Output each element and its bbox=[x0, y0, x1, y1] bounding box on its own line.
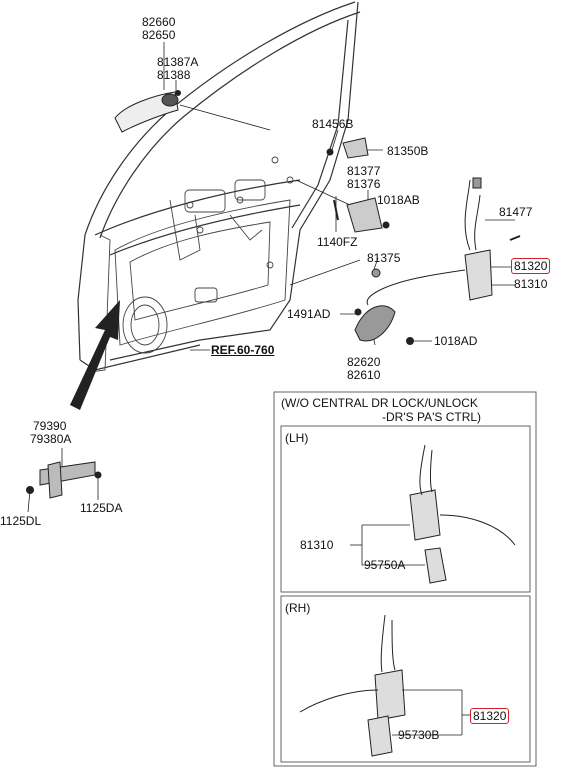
part-label-1125DA: 1125DA bbox=[80, 501, 123, 515]
reference-label: REF.60-760 bbox=[211, 343, 275, 357]
part-label-1018AB: 1018AB bbox=[377, 193, 420, 207]
part-label-95730B: 95730B bbox=[398, 728, 440, 742]
inset-rh-label: (RH) bbox=[285, 601, 311, 615]
inset-lh-label: (LH) bbox=[285, 431, 309, 445]
part-label-95750A: 95750A bbox=[364, 558, 406, 572]
part-label-81320-rh-highlighted: 81320 bbox=[470, 708, 510, 724]
lock-assembly-top bbox=[366, 177, 493, 306]
part-label-81320-highlighted: 81320 bbox=[511, 258, 551, 274]
lock-assembly-lh bbox=[409, 444, 516, 584]
part-label-81376: 81376 bbox=[347, 177, 381, 191]
inset-note-line1: (W/O CENTRAL DR LOCK/UNLOCK bbox=[281, 396, 478, 410]
part-label-81456B: 81456B bbox=[312, 117, 354, 131]
leader-lines bbox=[27, 42, 515, 513]
part-label-82650: 82650 bbox=[142, 28, 176, 42]
part-label-1140FZ: 1140FZ bbox=[317, 235, 358, 249]
hardware-parts bbox=[326, 137, 521, 345]
part-label-79390: 79390 bbox=[33, 419, 67, 433]
part-label-81388: 81388 bbox=[157, 68, 191, 82]
part-label-1018AD: 1018AD bbox=[434, 334, 478, 348]
part-label-81310: 81310 bbox=[514, 277, 548, 291]
inset-frame bbox=[273, 391, 537, 767]
part-label-82660: 82660 bbox=[142, 15, 176, 29]
part-label-82610: 82610 bbox=[347, 368, 381, 382]
part-label-81310-lh: 81310 bbox=[300, 538, 334, 552]
door-check bbox=[26, 461, 102, 499]
part-label-81375: 81375 bbox=[367, 251, 401, 265]
part-label-81350B: 81350B bbox=[387, 144, 429, 158]
lock-assembly-rh bbox=[299, 614, 406, 757]
part-label-1125DL: 1125DL bbox=[0, 514, 42, 528]
door-inner-panel bbox=[89, 156, 294, 373]
part-label-79380A: 79380A bbox=[30, 432, 72, 446]
inset-note-line2: -DR'S PA'S CTRL) bbox=[382, 410, 482, 424]
part-label-81477: 81477 bbox=[499, 205, 533, 219]
part-label-81387A: 81387A bbox=[157, 55, 199, 69]
part-label-82620: 82620 bbox=[347, 355, 381, 369]
outside-handle bbox=[114, 90, 181, 133]
assembly-arrow bbox=[70, 300, 120, 410]
part-label-1491AD: 1491AD bbox=[287, 307, 331, 321]
part-label-81377: 81377 bbox=[347, 164, 381, 178]
